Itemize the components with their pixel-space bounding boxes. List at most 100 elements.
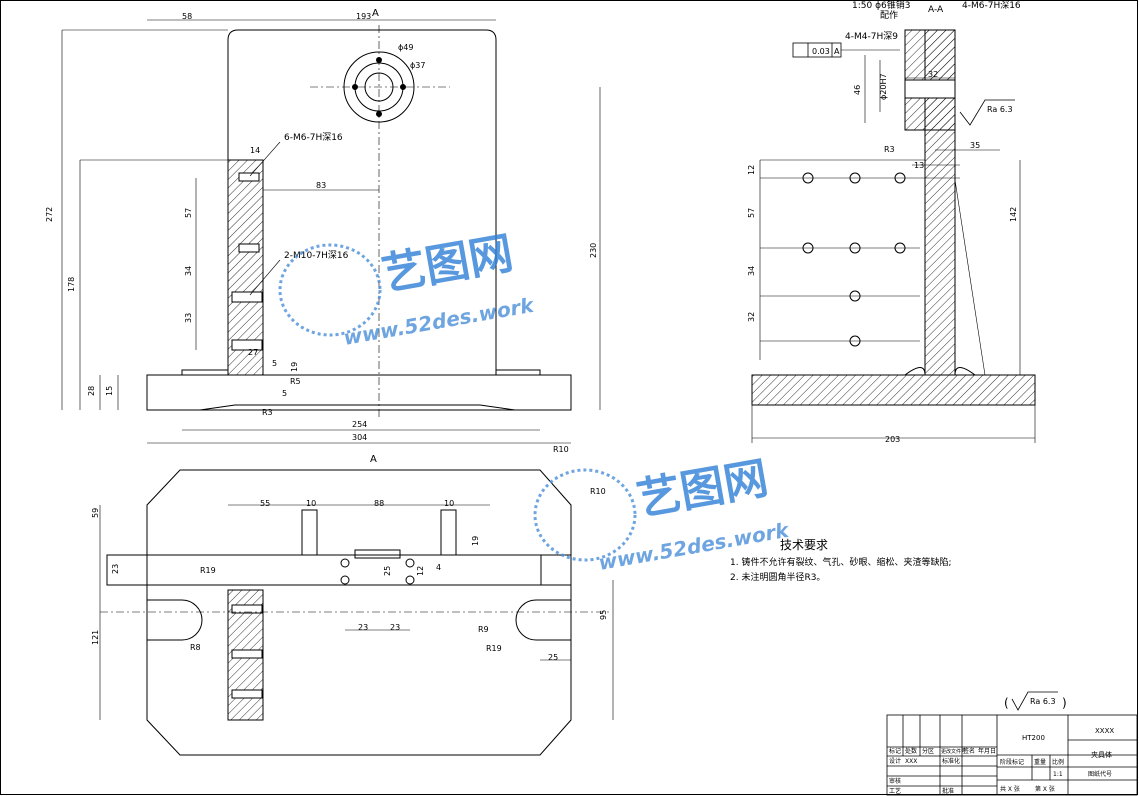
title-block	[886, 714, 1138, 796]
tb-code: XXXX	[1095, 727, 1114, 735]
note-6-m6: 6-M6-7H深16	[284, 132, 343, 143]
side-view	[751, 29, 1036, 443]
diameter-37: ϕ37	[410, 61, 425, 70]
dim-23a: 23	[358, 623, 368, 632]
dim-254: 254	[352, 420, 367, 429]
radius-r3: R3	[884, 145, 895, 154]
dim-25b: 25	[548, 653, 558, 662]
dim-88: 88	[374, 499, 384, 508]
tb-approve: 批准	[942, 787, 954, 795]
tb-sheet-no: 第 X 张	[1035, 785, 1055, 793]
dim-142: 142	[1009, 207, 1018, 222]
section-mark-bottom: A	[370, 454, 377, 465]
section-title: A-A	[928, 5, 944, 15]
dim-33: 33	[184, 313, 193, 323]
dim-phi20: ϕ20H7	[879, 73, 888, 100]
dim-5b: 5	[282, 389, 287, 398]
front-view	[61, 19, 601, 444]
dim-203: 203	[885, 435, 900, 444]
tb-material: HT200	[1022, 734, 1045, 742]
dim-121: 121	[91, 630, 100, 645]
note-2-m10: 2-M10-7H深16	[284, 250, 349, 261]
watermark-logo-2: 艺图网	[633, 453, 772, 526]
tech-req-item-1: 1. 铸件不允许有裂纹、气孔、砂眼、缩松、夹渣等缺陷;	[730, 556, 951, 568]
dim-15: 15	[105, 386, 114, 396]
dim-230: 230	[589, 243, 598, 258]
tb-review: 审核	[889, 777, 901, 785]
tb-date: 年月日	[978, 747, 996, 755]
tb-zone: 分区	[922, 747, 934, 755]
dim-272: 272	[45, 207, 54, 222]
dim-19: 19	[290, 362, 299, 372]
dim-12: 12	[747, 165, 756, 175]
tb-scale-label: 比例	[1052, 758, 1064, 766]
dim-58: 58	[182, 12, 192, 21]
dim-35: 35	[970, 141, 980, 150]
radius-r8: R8	[190, 643, 201, 652]
dim-4: 4	[436, 563, 441, 572]
section-mark-top: A	[372, 8, 379, 19]
dim-13: 13	[914, 161, 924, 170]
tech-req-item-2: 2. 未注明圆角半径R3。	[730, 571, 825, 583]
dim-59: 59	[91, 508, 100, 518]
general-roughness: ( Ra 6.3 )	[1004, 691, 1067, 711]
dim-23b: 23	[390, 623, 400, 632]
radius-r9: R9	[478, 625, 489, 634]
dim-23: 23	[111, 564, 120, 574]
tb-weight: 重量	[1034, 758, 1046, 766]
tb-part-name: 夹具体	[1091, 750, 1112, 759]
tb-sheets: 共 X 张	[1000, 785, 1020, 793]
dim-46: 46	[853, 85, 862, 95]
dim-32b: 32	[747, 312, 756, 322]
dim-32: 32	[928, 70, 938, 79]
technical-requirements: 技术要求 1. 铸件不允许有裂纹、气孔、砂眼、缩松、夹渣等缺陷; 2. 未注明圆…	[730, 538, 951, 583]
radius-r3: R3	[262, 408, 273, 417]
note-4-m6: 4-M6-7H深16	[962, 0, 1021, 11]
radius-r19a: R19	[200, 566, 216, 575]
radius-r5: R5	[290, 377, 301, 386]
tb-change-no: 更改文件号	[941, 748, 966, 755]
dim-193: 193	[356, 12, 371, 21]
tolerance-datum: A	[834, 47, 840, 56]
top-view-labels: A 59 55 10 88 10 19 23 25 12 4 23 23 121…	[91, 445, 608, 662]
dim-34: 34	[747, 266, 756, 276]
top-view	[99, 469, 614, 756]
dim-95: 95	[599, 610, 608, 620]
watermark-globe-icon	[278, 243, 382, 337]
dim-304: 304	[352, 433, 367, 442]
note-4-m4: 4-M4-7H深9	[845, 31, 898, 42]
dim-34: 34	[184, 266, 193, 276]
svg-text:(: (	[1004, 696, 1009, 710]
general-roughness-value: Ra 6.3	[1030, 697, 1056, 706]
dim-25: 25	[383, 566, 392, 576]
dim-14: 14	[250, 146, 260, 155]
tb-design: 设计	[889, 757, 901, 765]
tb-design-name: XXX	[905, 758, 917, 765]
tb-mark: 标记	[889, 747, 901, 755]
dim-10a: 10	[306, 499, 316, 508]
tb-stage: 阶段标记	[1000, 758, 1024, 766]
dim-28: 28	[87, 386, 96, 396]
tolerance-value: 0.03	[812, 47, 830, 56]
radius-r10: R10	[553, 445, 569, 454]
watermark-2: 艺图网 www.52des.work	[533, 453, 792, 575]
tb-count: 处数	[905, 747, 917, 755]
dim-12: 12	[416, 566, 425, 576]
dim-83: 83	[316, 181, 326, 190]
note-scale-pin: 1:50 ϕ6锥销3	[852, 0, 910, 11]
diameter-49: ϕ49	[398, 43, 413, 52]
dim-10b: 10	[444, 499, 454, 508]
svg-text:): )	[1062, 696, 1067, 710]
radius-r19b: R19	[486, 644, 502, 653]
dim-5a: 5	[272, 359, 277, 368]
radius-r10b: R10	[590, 487, 606, 496]
tb-standardize: 标准化	[942, 757, 960, 765]
note-pin-fit: 配作	[880, 9, 898, 21]
roughness-mark: Ra 6.3	[987, 105, 1013, 114]
watermark-globe-icon-2	[533, 468, 637, 562]
dim-55: 55	[260, 499, 270, 508]
tech-req-title: 技术要求	[780, 538, 828, 552]
tb-scale: 1:1	[1053, 771, 1063, 778]
